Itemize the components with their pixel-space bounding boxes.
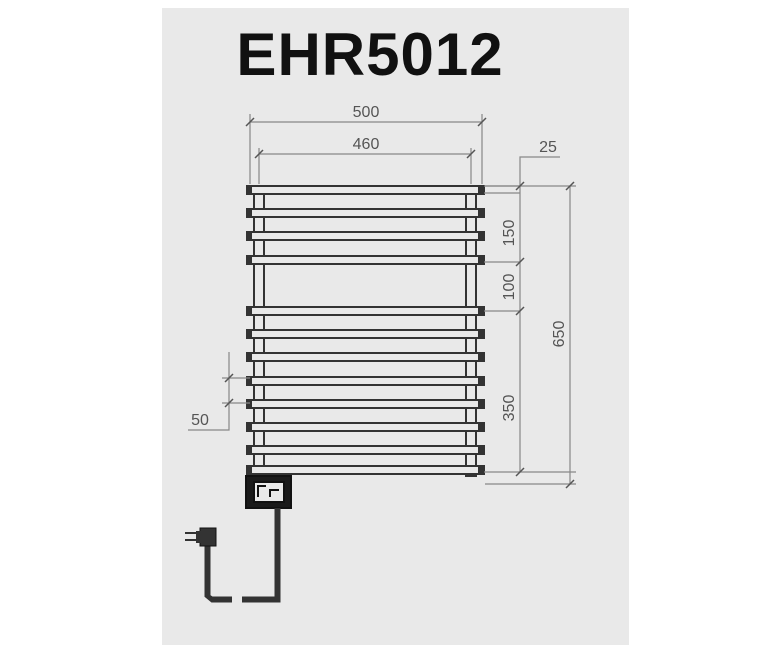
heater-control-box [245,475,292,509]
horizontal-bar [247,465,485,475]
bar-end-cap [246,445,252,455]
horizontal-bar [247,352,485,362]
bar-end-cap [478,208,484,218]
bar-end-cap [246,422,252,432]
horizontal-bar [247,185,485,195]
bar-end-cap [478,465,484,475]
horizontal-bar [247,399,485,409]
bar-end-cap [246,329,252,339]
horizontal-bar [247,445,485,455]
horizontal-bar [247,306,485,316]
power-cable [204,508,281,603]
horizontal-bar [247,376,485,386]
bar-end-cap [478,231,484,241]
dim-overall-width: 500 [353,104,380,121]
dim-top-offset: 25 [539,139,557,156]
dim-upper-pitch: 150 [501,220,518,247]
bar-end-cap [478,445,484,455]
horizontal-bar [247,422,485,432]
bar-end-cap [478,255,484,265]
horizontal-bars [246,185,485,475]
dim-lower-pitch: 350 [501,395,518,422]
bar-end-cap [478,185,484,195]
bar-end-cap [478,329,484,339]
drawing-sheet [162,8,629,645]
dim-inner-width: 460 [353,136,380,153]
horizontal-bar [247,255,485,265]
dim-gap: 100 [501,274,518,301]
dim-bar-spacing: 50 [191,412,209,429]
bar-end-cap [246,352,252,362]
bar-end-cap [246,185,252,195]
bar-end-cap [478,352,484,362]
dim-overall-height: 650 [551,321,568,348]
bar-end-cap [478,399,484,409]
bar-end-cap [246,255,252,265]
dimension-ticks [224,117,575,489]
bar-end-cap [246,306,252,316]
bar-end-cap [478,422,484,432]
horizontal-bar [247,329,485,339]
bar-end-cap [246,231,252,241]
bar-end-cap [478,306,484,316]
plug-icon [185,527,217,547]
bar-end-cap [478,376,484,386]
bar-end-cap [246,399,252,409]
bar-end-cap [246,208,252,218]
horizontal-bar [247,208,485,218]
model-title: EHR5012 [236,21,504,88]
bar-end-cap [246,465,252,475]
bar-end-cap [246,376,252,386]
horizontal-bar [247,231,485,241]
